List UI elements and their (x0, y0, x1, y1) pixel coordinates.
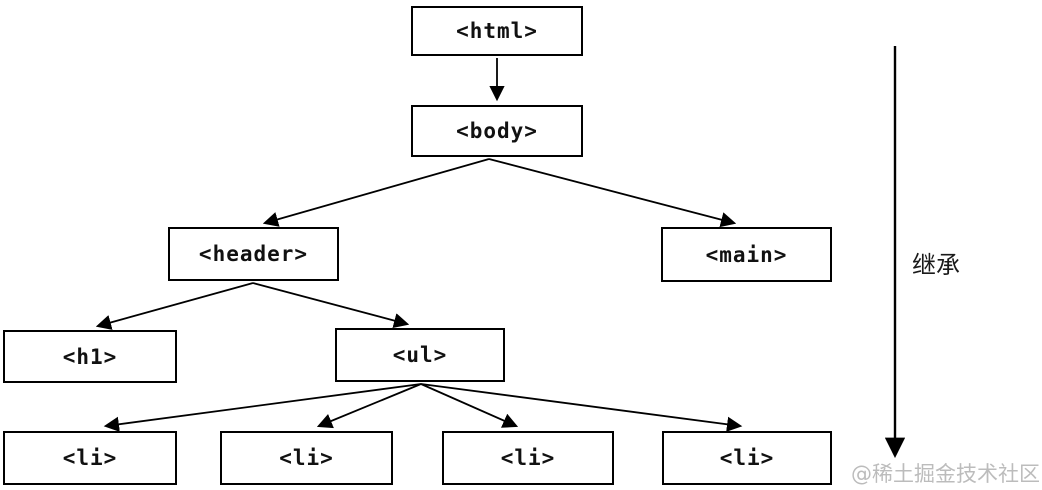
node-li-1-label: <li> (62, 446, 118, 470)
edge-ul-li3 (420, 383, 519, 428)
edge-body-main (488, 158, 737, 228)
node-header: <header> (168, 227, 339, 281)
edge-ul-li2 (316, 383, 422, 429)
node-ul: <ul> (335, 328, 505, 382)
node-html: <html> (411, 6, 583, 56)
node-li-4-label: <li> (719, 446, 775, 470)
node-main: <main> (661, 227, 832, 282)
inheritance-label: 继承 (912, 251, 960, 279)
node-li-3-label: <li> (500, 446, 556, 470)
node-li-3: <li> (442, 431, 614, 485)
node-header-label: <header> (198, 242, 309, 266)
edge-header-ul (252, 282, 410, 329)
node-main-label: <main> (705, 242, 788, 267)
edge-body-header (262, 158, 490, 227)
node-li-2: <li> (220, 431, 393, 485)
node-li-1: <li> (3, 431, 177, 485)
node-h1: <h1> (3, 330, 177, 383)
node-html-label: <html> (456, 19, 538, 43)
edge-ul-li4 (420, 383, 743, 432)
edge-header-h1 (95, 282, 254, 330)
node-body: <body> (411, 105, 583, 157)
node-li-4: <li> (662, 431, 832, 485)
watermark: @稀土掘金技术社区 (851, 462, 1040, 486)
node-body-label: <body> (456, 119, 538, 143)
edge-ul-li1 (103, 383, 422, 432)
node-li-2-label: <li> (279, 446, 334, 470)
node-h1-label: <h1> (62, 344, 118, 369)
node-ul-label: <ul> (392, 343, 448, 367)
